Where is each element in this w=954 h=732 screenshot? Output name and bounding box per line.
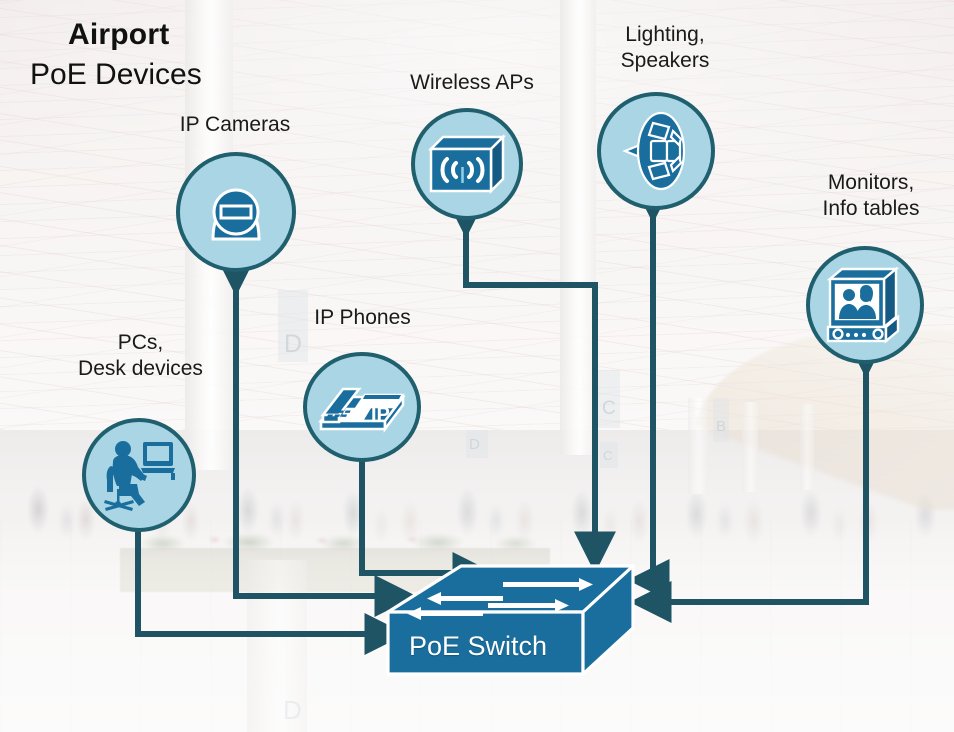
svg-text:IP: IP xyxy=(371,404,390,426)
node-wireless-aps[interactable] xyxy=(411,108,523,220)
wire-lighting-to-switch xyxy=(627,181,674,601)
dome-camera-icon xyxy=(193,173,279,251)
wire-cameras-to-switch xyxy=(215,254,417,617)
label-ip-phones: IP Phones xyxy=(314,306,411,329)
label-lighting-speakers: Lighting, Speakers xyxy=(620,23,710,72)
wireless-access-point-icon xyxy=(425,131,509,197)
wire-phones-to-switch xyxy=(341,426,495,594)
label-wireless-aps: Wireless APs xyxy=(410,71,534,94)
node-ip-cameras[interactable] xyxy=(176,152,296,272)
gate-sign-floor-reflection: D xyxy=(283,695,302,725)
node-ip-phones[interactable]: IP xyxy=(303,352,421,462)
page-title-line1: Airport xyxy=(68,18,170,51)
person-at-computer-icon xyxy=(97,434,181,516)
label-monitors-info-tables: Monitors, Info tables xyxy=(822,171,920,220)
node-lighting-speakers[interactable] xyxy=(597,92,715,210)
wire-aps-to-switch xyxy=(445,196,616,574)
network-switch-icon xyxy=(386,564,635,676)
ip-desk-phone-icon: IP xyxy=(315,375,409,439)
spotlight-icon xyxy=(615,109,697,193)
wire-monitors-to-switch xyxy=(629,336,887,623)
label-ip-cameras: IP Cameras xyxy=(179,113,291,136)
poe-switch[interactable]: PoE Switch xyxy=(383,548,653,688)
monitor-tv-icon xyxy=(822,265,908,345)
label-pcs-desk-devices: PCs, Desk devices xyxy=(78,331,203,380)
node-monitors[interactable] xyxy=(806,246,924,364)
node-pcs[interactable] xyxy=(82,418,196,532)
page-title-line2: PoE Devices xyxy=(30,58,202,91)
wire-pcs-to-switch xyxy=(117,474,407,655)
